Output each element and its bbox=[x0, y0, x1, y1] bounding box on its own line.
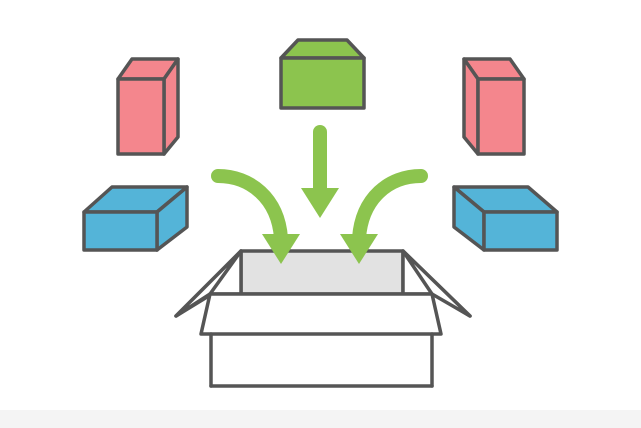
open-cardboard-box-icon bbox=[174, 249, 472, 388]
blue-box-left-icon bbox=[82, 185, 189, 252]
blue-box-right-icon bbox=[452, 185, 559, 252]
arrowhead-left-icon bbox=[262, 234, 300, 264]
arrows-group bbox=[211, 125, 428, 245]
pink-box-right-icon bbox=[462, 57, 526, 156]
bottom-band bbox=[0, 410, 641, 428]
green-box-icon bbox=[279, 38, 366, 110]
curved-arrow-left-icon bbox=[211, 169, 288, 245]
arrowhead-center-icon bbox=[301, 188, 339, 218]
pink-box-left-icon bbox=[116, 57, 180, 156]
arrowhead-right-icon bbox=[340, 234, 378, 264]
curved-arrow-right-icon bbox=[352, 169, 428, 245]
